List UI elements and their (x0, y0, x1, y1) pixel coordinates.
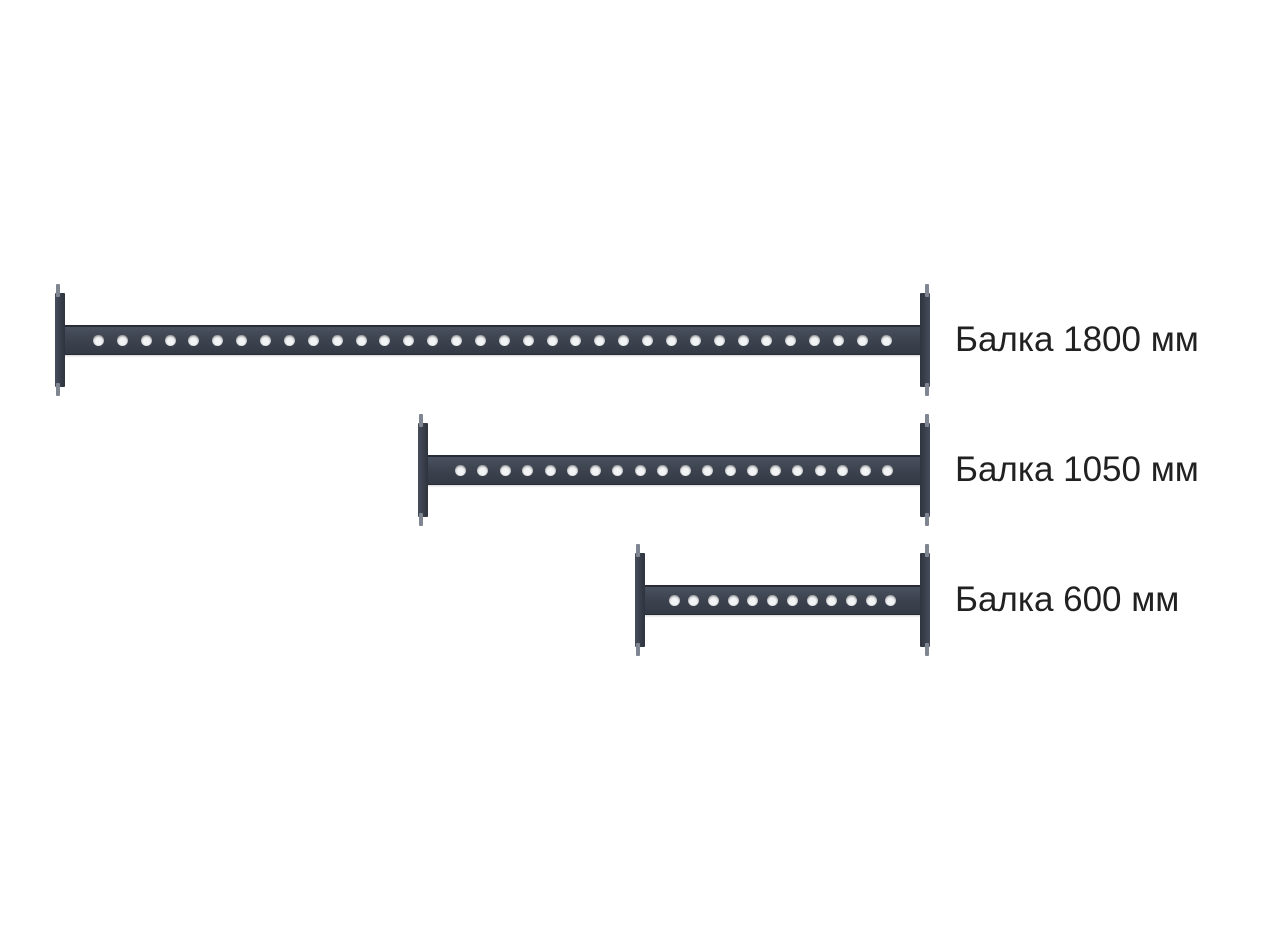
beam-hole (589, 465, 601, 476)
mounting-pin (925, 643, 929, 656)
beam-hole (702, 465, 714, 476)
beam-hole (708, 595, 720, 606)
beam-600-body (640, 585, 925, 615)
beam-hole (140, 335, 152, 346)
mounting-pin (925, 513, 929, 526)
beam-hole (355, 335, 367, 346)
beam-hole (837, 465, 849, 476)
beam-hole (767, 595, 779, 606)
beam-hole (474, 335, 486, 346)
beam-hole (546, 335, 558, 346)
beam-hole (665, 335, 677, 346)
beam-1050 (418, 414, 930, 526)
beam-1800-holes (60, 327, 925, 354)
mounting-pin (925, 284, 929, 297)
beam-hole (331, 335, 343, 346)
mounting-pin (56, 383, 60, 396)
mounting-pin (925, 544, 929, 557)
beam-hole (727, 595, 739, 606)
beam-1800-label: Балка 1800 мм (955, 320, 1199, 359)
beam-hole (769, 465, 781, 476)
mounting-pin (636, 643, 640, 656)
beam-hole (885, 595, 897, 606)
beam-hole (477, 465, 489, 476)
beam-hole (859, 465, 871, 476)
beam-hole (634, 465, 646, 476)
beam-hole (786, 595, 798, 606)
beam-hole (522, 465, 534, 476)
beam-1050-holes (423, 457, 925, 484)
beam-600 (635, 544, 930, 656)
beam-hole (427, 335, 439, 346)
beam-1050-label: Балка 1050 мм (955, 450, 1199, 489)
mounting-pin (419, 513, 423, 526)
mounting-pin (636, 544, 640, 557)
beam-hole (642, 335, 653, 346)
beam-hole (865, 595, 877, 606)
beam-hole (116, 335, 128, 346)
beam-1800-left-endplate (55, 284, 65, 396)
beam-hole (570, 335, 582, 346)
beam-hole (236, 335, 248, 346)
beam-1800 (55, 284, 930, 396)
beam-hole (668, 595, 680, 606)
beam-hole (737, 335, 749, 346)
beam-hole (567, 465, 579, 476)
beam-1050-right-endplate (920, 414, 930, 526)
beam-hole (403, 335, 415, 346)
mounting-pin (925, 383, 929, 396)
beam-hole (498, 335, 510, 346)
beam-1050-body (423, 455, 925, 485)
beam-hole (499, 465, 511, 476)
beam-hole (283, 335, 295, 346)
beam-hole (845, 595, 857, 606)
beam-hole (724, 465, 736, 476)
beam-hole (809, 335, 821, 346)
beam-hole (188, 335, 200, 346)
beam-hole (92, 335, 104, 346)
beam-hole (856, 335, 868, 346)
beam-600-left-endplate (635, 544, 645, 656)
beam-hole (785, 335, 797, 346)
beam-hole (612, 465, 624, 476)
beam-hole (657, 465, 669, 476)
beam-hole (880, 335, 892, 346)
beam-hole (814, 465, 826, 476)
beam-hole (806, 595, 818, 606)
beam-hole (164, 335, 176, 346)
beam-hole (522, 335, 534, 346)
beam-hole (833, 335, 844, 346)
beam-hole (618, 335, 630, 346)
beam-1800-right-endplate (920, 284, 930, 396)
beam-hole (307, 335, 319, 346)
beam-hole (594, 335, 606, 346)
beam-1800-body (60, 325, 925, 355)
beam-600-right-endplate (920, 544, 930, 656)
mounting-pin (925, 414, 929, 427)
beam-hole (761, 335, 773, 346)
beam-hole (792, 465, 804, 476)
beam-hole (713, 335, 725, 346)
beam-hole (454, 465, 466, 476)
beam-hole (212, 335, 224, 346)
beam-hole (689, 335, 701, 346)
beam-600-holes (640, 587, 925, 614)
mounting-pin (56, 284, 60, 297)
mounting-pin (419, 414, 423, 427)
beam-hole (260, 335, 271, 346)
beam-hole (451, 335, 462, 346)
beam-600-label: Балка 600 мм (955, 580, 1180, 619)
beam-hole (747, 595, 759, 606)
beam-hole (688, 595, 700, 606)
beam-hole (544, 465, 556, 476)
beam-hole (379, 335, 391, 346)
beam-hole (882, 465, 894, 476)
beam-hole (826, 595, 838, 606)
beam-1050-left-endplate (418, 414, 428, 526)
beam-hole (747, 465, 759, 476)
beam-hole (679, 465, 691, 476)
